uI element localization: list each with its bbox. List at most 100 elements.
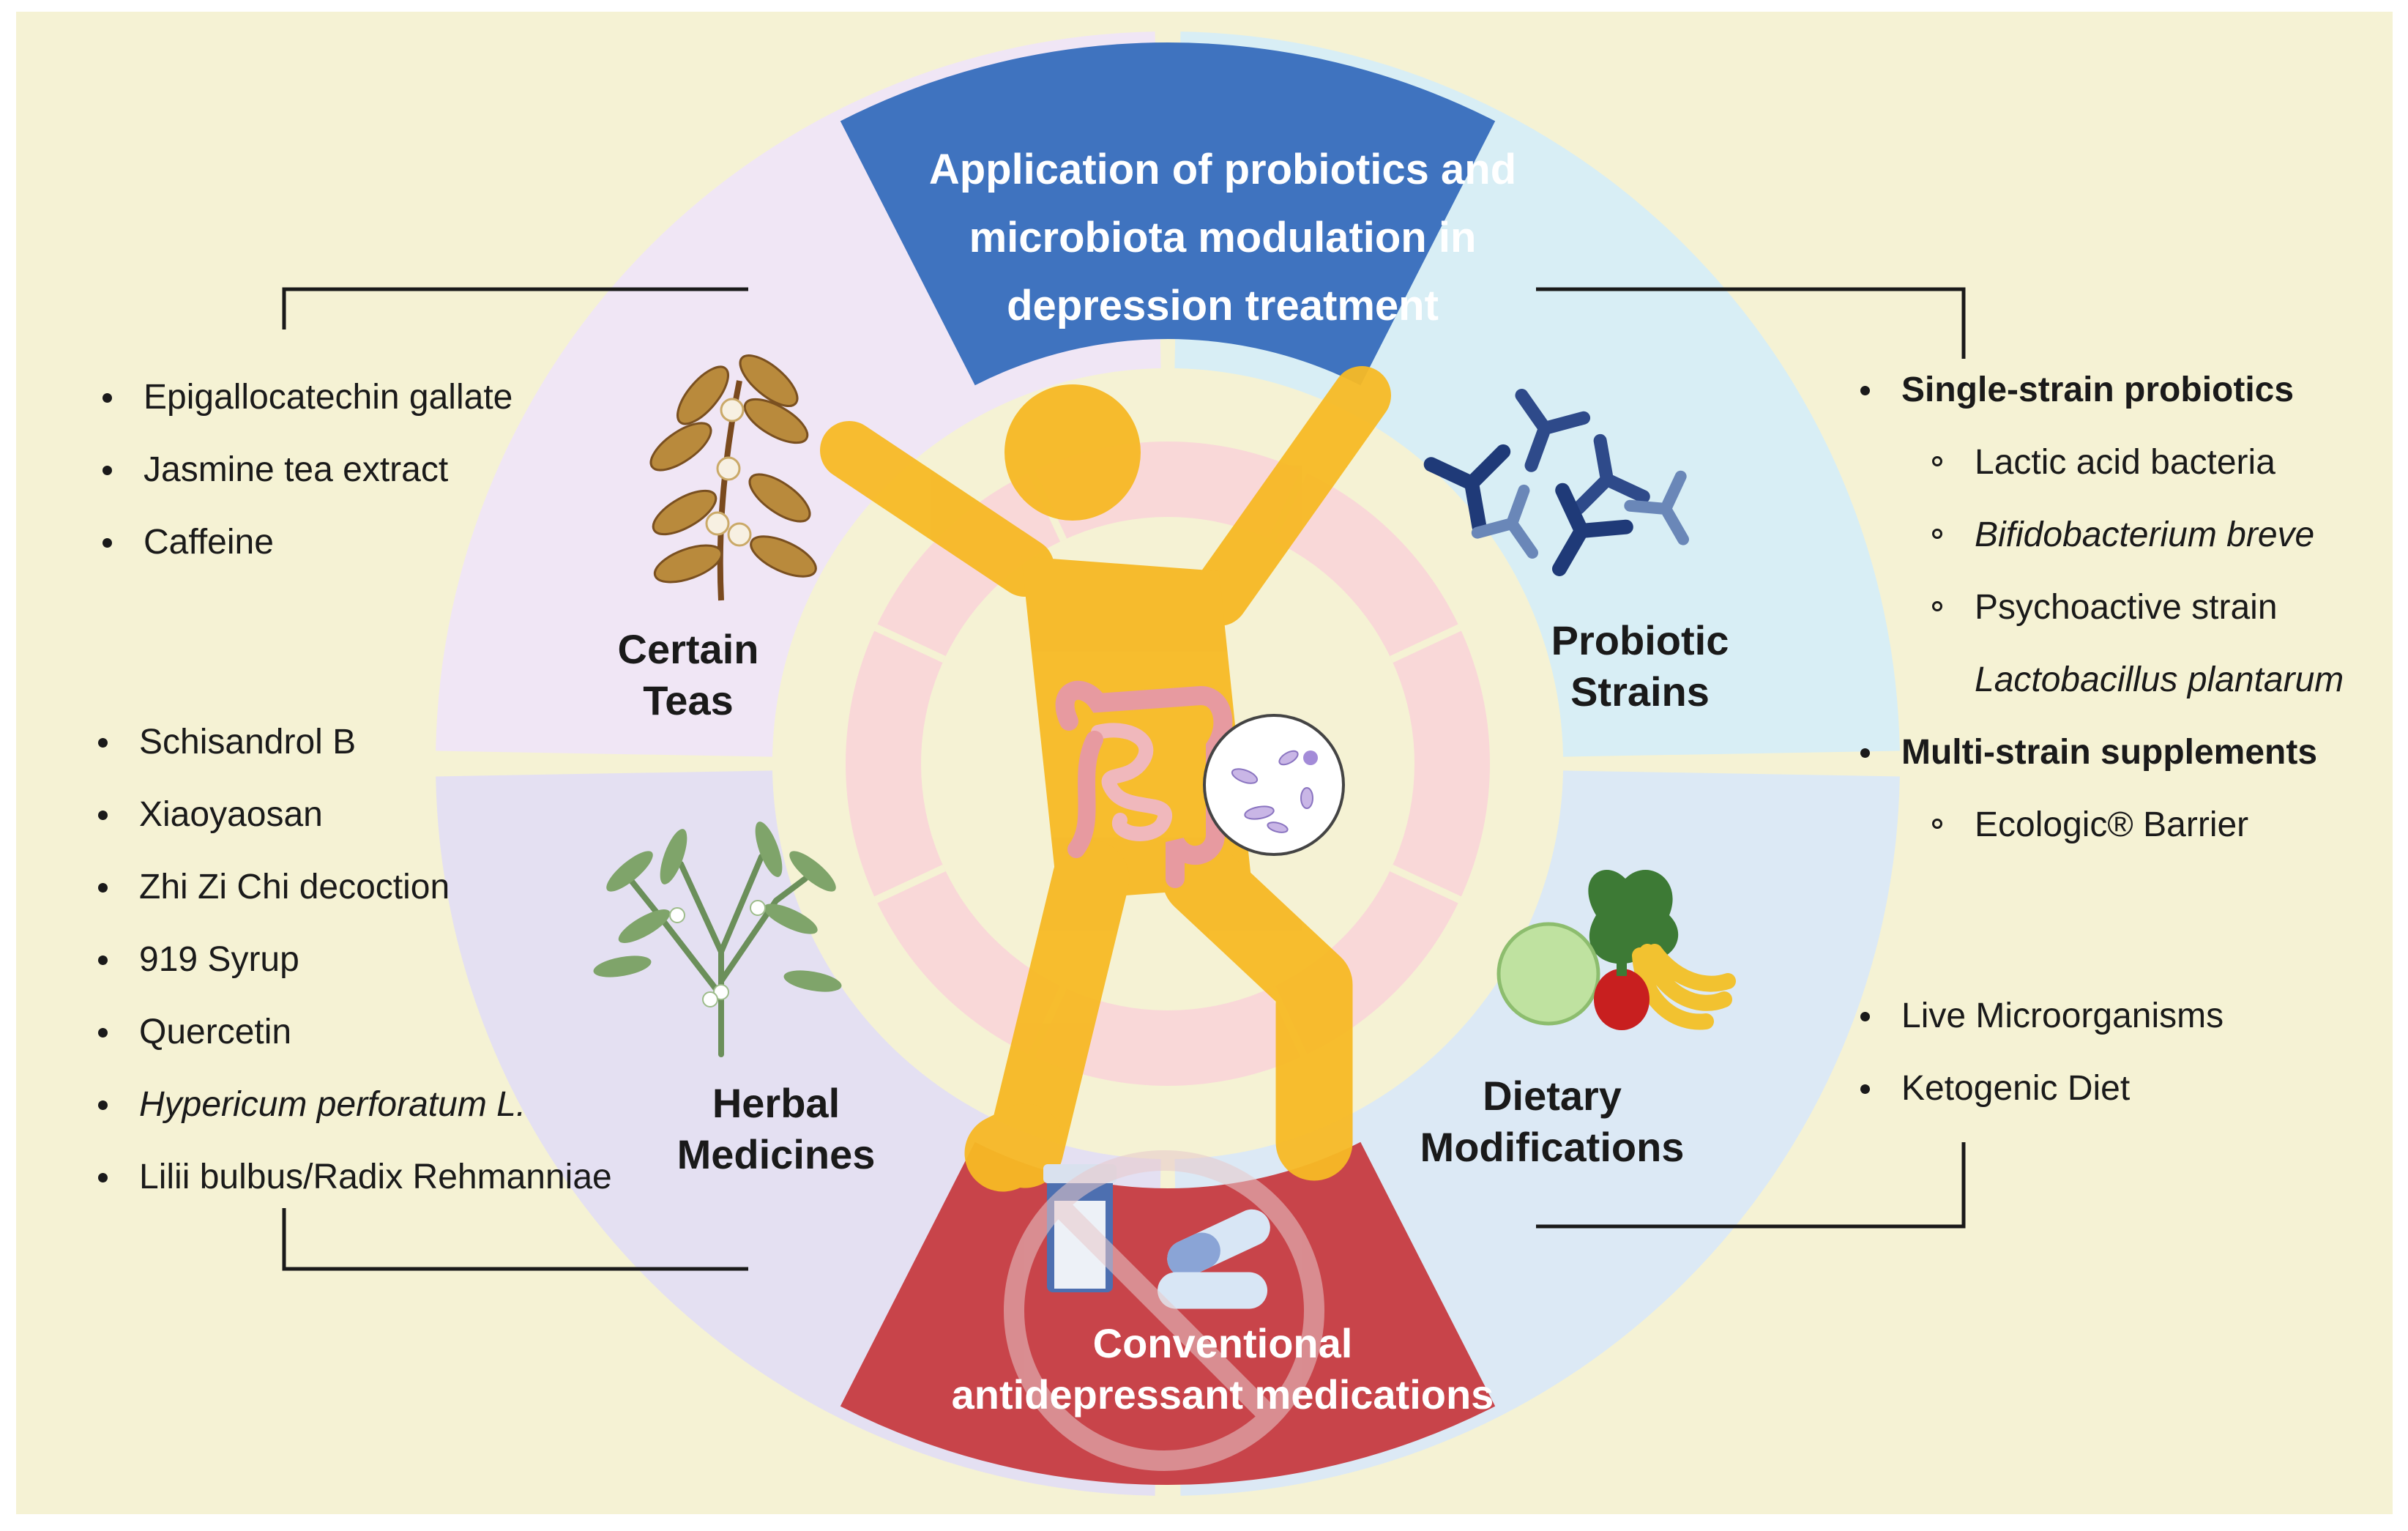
list-item: Caffeine <box>97 506 512 578</box>
pink-ring-divider <box>874 864 946 904</box>
list-item: Lilii bulbus/Radix Rehmanniae <box>92 1141 612 1213</box>
list-item: Zhi Zi Chi decoction <box>92 851 612 923</box>
tea-flower <box>705 511 730 536</box>
bacterium-body <box>1515 389 1591 472</box>
figure-left-arm <box>820 421 1054 597</box>
tea-leaf <box>652 489 717 536</box>
microbe <box>1278 750 1299 766</box>
pink-ring-divider <box>1390 864 1461 904</box>
list-item: Ecologic® Barrier <box>1855 789 2344 861</box>
top-banner-title: Application of probiotics and microbiota… <box>835 135 1611 340</box>
dietary-modifications-list: Live Microorganisms Ketogenic Diet <box>1855 980 2224 1125</box>
bacterium-body <box>1471 484 1539 559</box>
herb-leaf <box>755 822 783 877</box>
prohibited-slash <box>1051 1197 1278 1424</box>
pink-ring-divider <box>1390 624 1461 663</box>
top-banner <box>840 42 1496 386</box>
list-item: Hypericum perforatum L. <box>92 1068 612 1141</box>
list-item: Quercetin <box>92 996 612 1068</box>
dietary-modifications-label-line: Modifications <box>1420 1124 1685 1170</box>
small-intestine <box>1091 723 1172 841</box>
tea-leaf <box>739 354 799 407</box>
figure-right-arm <box>1190 366 1391 626</box>
prohibited-sign-icon <box>1004 1150 1324 1471</box>
herb-leaf <box>606 851 653 892</box>
microbe <box>1267 822 1289 833</box>
certain-teas-label-line: Teas <box>643 677 734 723</box>
bacterium <box>1624 470 1690 545</box>
probiotic-strains-label-line: Probiotic <box>1551 617 1729 663</box>
large-intestine <box>1055 680 1233 888</box>
tea-leaf <box>676 365 729 425</box>
tea-flower <box>727 522 752 547</box>
list-item: Epigallocatechin gallate <box>97 361 512 433</box>
top-banner-line: depression treatment <box>1007 282 1439 329</box>
certain-teas-list: Epigallocatechin gallate Jasmine tea ext… <box>97 361 512 578</box>
list-item: Single-strain probiotics <box>1855 354 2344 426</box>
figure-left-leg <box>986 840 1130 1188</box>
lettuce <box>1588 870 1679 964</box>
herb-leaf <box>764 904 818 934</box>
microbe <box>1303 750 1318 765</box>
dietary-connector-line <box>1536 1142 1966 1229</box>
list-item: 919 Syrup <box>92 923 612 996</box>
herb-plant-icon <box>593 822 842 1057</box>
bacterium-body <box>1552 483 1633 576</box>
herb-branches <box>627 854 808 1057</box>
capsule-icon <box>1158 1209 1270 1309</box>
list-item: Psychoactive strain <box>1855 571 2344 644</box>
dietary-modifications-label-line: Dietary <box>1483 1073 1622 1119</box>
cabbage <box>1496 922 1600 1026</box>
bell-pepper <box>1594 969 1650 1030</box>
figure-right-leg <box>1162 840 1353 1181</box>
microbe <box>1244 805 1275 820</box>
vegetables-fruit-icon <box>1496 870 1736 1030</box>
tea-plant-icon <box>649 354 817 601</box>
list-item: Live Microorganisms <box>1855 980 2224 1052</box>
herb-leaf <box>593 956 652 977</box>
herb-leaf <box>618 909 671 943</box>
list-item: Jasmine tea extract <box>97 433 512 506</box>
list-item: Bifidobacterium breve <box>1855 499 2344 571</box>
probiotic-strains-label: Probiotic Strains <box>1508 615 1772 718</box>
tea-leaf <box>649 422 712 472</box>
banana <box>1632 944 1736 1030</box>
bottom-banner-line: Conventional <box>1092 1320 1353 1366</box>
dietary-modifications-label: Dietary Modifications <box>1391 1070 1713 1173</box>
pink-ring-divider <box>874 624 946 663</box>
capsule <box>1158 1272 1268 1309</box>
tea-leaf <box>653 544 723 584</box>
list-item: Schisandrol B <box>92 706 612 778</box>
herbal-medicines-label: Herbal Medicines <box>637 1078 915 1180</box>
bacterium-body <box>1423 444 1511 534</box>
top-banner-line: microbiota modulation in <box>969 214 1477 261</box>
tea-leaf <box>750 535 817 578</box>
pepper-stem <box>1617 963 1627 976</box>
tea-flower <box>716 456 741 481</box>
list-item: Xiaoyaosan <box>92 778 612 851</box>
herbal-medicines-list: Schisandrol B Xiaoyaosan Zhi Zi Chi deco… <box>92 706 612 1213</box>
microbe-lens <box>1203 714 1345 856</box>
figure-left-foot <box>964 1103 1064 1192</box>
bacterium <box>1572 433 1650 515</box>
herb-leaf <box>783 970 842 992</box>
teas-connector-line <box>282 287 748 329</box>
probiotic-strains-label-line: Strains <box>1570 668 1710 715</box>
herbal-connector-line <box>282 1208 748 1271</box>
bacterium <box>1471 484 1539 559</box>
bacterium <box>1423 444 1511 534</box>
probiotic-connector-line <box>1536 287 1966 359</box>
list-item: Lactobacillus plantarum <box>1975 660 2344 699</box>
colon <box>1067 731 1103 858</box>
intestine-icon <box>1055 680 1233 888</box>
herb-leaf <box>660 829 687 884</box>
bacterium-body <box>1624 470 1690 545</box>
tea-flower <box>720 398 745 422</box>
tea-leaf <box>748 473 811 523</box>
certain-teas-label-line: Certain <box>617 626 759 672</box>
list-item: Multi-strain supplements <box>1855 716 2344 789</box>
microbe <box>1300 787 1313 809</box>
herbal-medicines-label-line: Medicines <box>676 1131 876 1177</box>
